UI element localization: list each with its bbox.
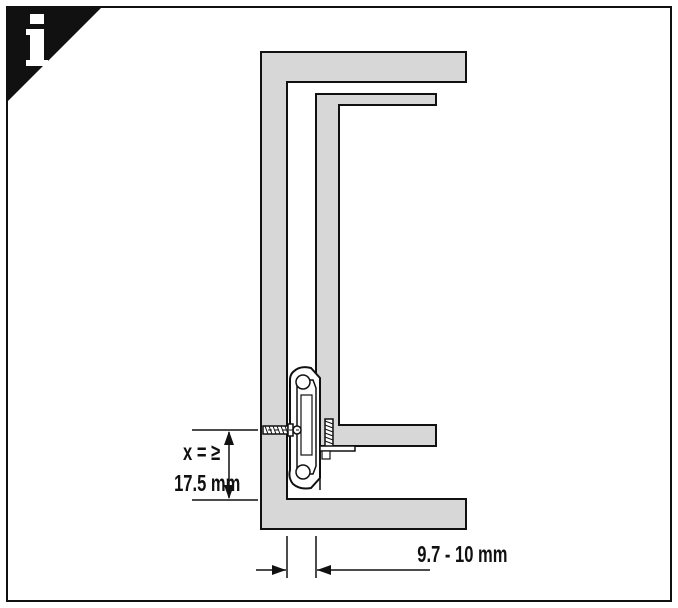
drawer-slide-runner [288, 366, 321, 490]
gap-dimension [256, 536, 430, 578]
cabinet-side-panel [260, 51, 467, 530]
x-value-label: 17.5 mm [174, 471, 240, 496]
x-formula-label: x = ≥ [183, 440, 220, 465]
drawer-screw [319, 418, 356, 460]
info-icon [7, 7, 102, 102]
x-dimension [192, 429, 299, 501]
gap-label: 9.7 - 10 mm [417, 542, 507, 567]
drawer-side-panel [315, 93, 437, 447]
